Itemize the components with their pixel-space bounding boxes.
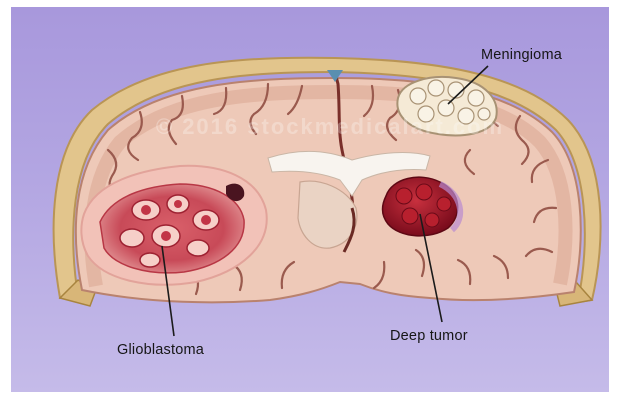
deep-tumor-label: Deep tumor xyxy=(390,328,468,344)
watermark: © 2016 stockmedicalart.com xyxy=(156,114,504,139)
deep-tumor-mass xyxy=(383,177,461,236)
glioblastoma-label: Glioblastoma xyxy=(117,342,204,358)
meningioma-label: Meningioma xyxy=(481,47,562,63)
